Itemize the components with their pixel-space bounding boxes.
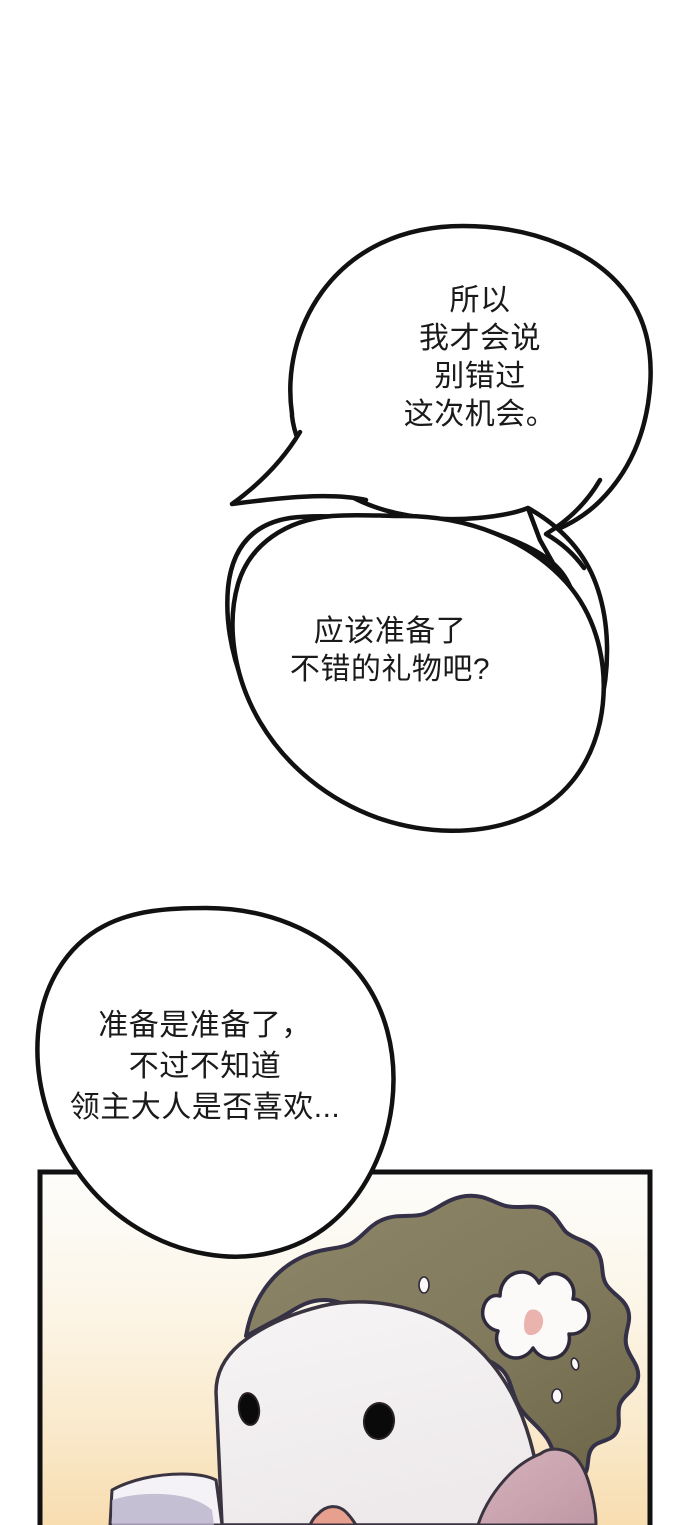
speech-bubble-1-tail [229, 429, 369, 507]
character-mouth [308, 1505, 358, 1525]
hair-highlight-speck-1 [418, 1276, 430, 1294]
speech-bubble-2-body [230, 512, 606, 833]
character-right-eye [362, 1402, 396, 1440]
speech-bubble-3 [35, 905, 396, 1259]
hair-flower-ornament [480, 1270, 591, 1361]
hair-highlight-speck-2 [570, 1357, 580, 1371]
character-left-eye [237, 1392, 261, 1426]
character-collar-shadow [112, 1493, 214, 1525]
speech-bubble-1 [288, 223, 653, 543]
hair-flower-center [524, 1309, 544, 1336]
speech-bubble-joint-right [543, 477, 603, 571]
panel-1 [37, 1169, 653, 1525]
hair-highlight-speck-3 [551, 1388, 563, 1404]
panel-1-contents [108, 1193, 641, 1525]
character-cheek-blush [476, 1447, 598, 1525]
